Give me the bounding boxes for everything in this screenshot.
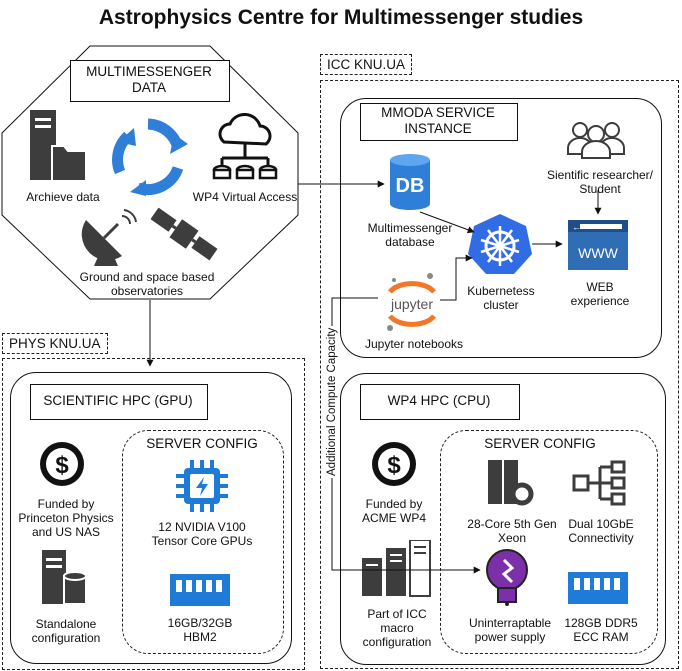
multimessenger-octagon bbox=[1, 45, 299, 300]
wp4-hpc-header-text: WP4 HPC (CPU) bbox=[387, 393, 491, 408]
jupyter-label: Jupyter notebooks bbox=[364, 337, 464, 351]
arrow-db-to-k8s bbox=[419, 211, 475, 234]
jupyter-icon: jupyter bbox=[387, 273, 437, 331]
phys-memory-label: 16GB/32GB HBM2 bbox=[167, 616, 233, 644]
wp4-ups-label: Uninterraptable power supply bbox=[468, 616, 552, 644]
arrow-compute-capacity bbox=[331, 297, 481, 574]
wp4-ram-label: 128GB DDR5 ECC RAM bbox=[564, 616, 638, 644]
users-icon bbox=[567, 122, 625, 159]
wp4-hpc-box bbox=[340, 373, 666, 665]
wp4-cpu-label: 28-Core 5th Gen Xeon bbox=[467, 517, 557, 545]
database-label: Multimessenger database bbox=[367, 221, 453, 249]
multimessenger-header-text: MULTIMESSENGER DATA bbox=[86, 64, 212, 95]
dollar-icon: $ bbox=[40, 442, 84, 486]
multimessenger-header bbox=[70, 60, 230, 102]
wp4-part-of-label: Part of ICC macro configuration bbox=[362, 607, 432, 649]
cloud-network-icon bbox=[212, 113, 278, 180]
server-rack-icon bbox=[362, 540, 431, 597]
icc-tag: ICC KNU.UA bbox=[320, 54, 413, 75]
observatories-label: Ground and space based observatories bbox=[79, 270, 215, 298]
arrow-jupyter-to-k8s bbox=[440, 254, 473, 301]
phys-funded-label: Funded by Princeton Physics and US NAS bbox=[18, 497, 114, 539]
phys-server-config-box bbox=[122, 430, 284, 654]
wp4-server-config-header: SERVER CONFIG bbox=[484, 436, 596, 451]
mmoda-header-text: MMODA SERVICE INSTANCE bbox=[381, 105, 495, 136]
wp4-access-label: WP4 Virtual Access bbox=[192, 190, 298, 204]
wp4-funded-label: Funded by ACME WP4 bbox=[361, 497, 426, 525]
server-folder-icon bbox=[30, 110, 87, 182]
wp4-hpc-header bbox=[360, 384, 520, 420]
www-logo-text: WWW bbox=[578, 245, 618, 261]
sync-arrows-icon bbox=[112, 118, 188, 196]
icc-container bbox=[320, 80, 679, 669]
wp4-network-label: Dual 10GbE Connectivity bbox=[568, 517, 634, 545]
phys-tag: PHYS KNU.UA bbox=[2, 333, 108, 354]
svg-text:←: ← bbox=[572, 222, 581, 232]
phys-container bbox=[2, 358, 305, 670]
scientific-hpc-box bbox=[10, 372, 292, 664]
web-label: WEB experience bbox=[570, 280, 630, 308]
standalone-label: Standalone configuration bbox=[31, 617, 101, 645]
satellite-icon bbox=[150, 207, 218, 261]
compute-capacity-label: Additional Compute Capacity bbox=[326, 325, 338, 478]
network-split-icon bbox=[572, 460, 626, 506]
ram-icon bbox=[170, 574, 230, 606]
db-logo-text: DB bbox=[396, 175, 425, 197]
kubernetes-label: Kubernetess cluster bbox=[467, 284, 535, 312]
scientific-hpc-header-text: SCIENTIFIC HPC (GPU) bbox=[43, 393, 193, 408]
dollar-icon: $ bbox=[372, 442, 416, 486]
power-bulb-icon bbox=[486, 549, 528, 606]
www-icon: ← WWW bbox=[568, 220, 628, 270]
archive-label: Archieve data bbox=[26, 190, 100, 204]
gpu-label: 12 NVIDIA V100 Tensor Core GPUs bbox=[151, 520, 253, 548]
wp4-server-config-box bbox=[440, 430, 658, 654]
svg-text:$: $ bbox=[55, 452, 69, 479]
database-icon: DB bbox=[390, 154, 430, 210]
kubernetes-icon bbox=[468, 214, 532, 274]
gpu-chip-icon bbox=[176, 460, 228, 512]
jupyter-logo-text: jupyter bbox=[390, 296, 433, 312]
svg-text:$: $ bbox=[387, 452, 401, 479]
server-gear-icon bbox=[488, 460, 534, 506]
satellite-dish-icon bbox=[81, 209, 137, 266]
server-database-icon bbox=[42, 550, 87, 605]
mmoda-header bbox=[360, 103, 518, 141]
diagram-title: Astrophysics Centre for Multimessenger s… bbox=[98, 6, 584, 29]
ram-icon bbox=[568, 572, 628, 604]
phys-server-config-header: SERVER CONFIG bbox=[146, 436, 258, 451]
scientific-hpc-header bbox=[30, 384, 208, 420]
researcher-label: Sientific researcher/ Student bbox=[546, 168, 654, 196]
